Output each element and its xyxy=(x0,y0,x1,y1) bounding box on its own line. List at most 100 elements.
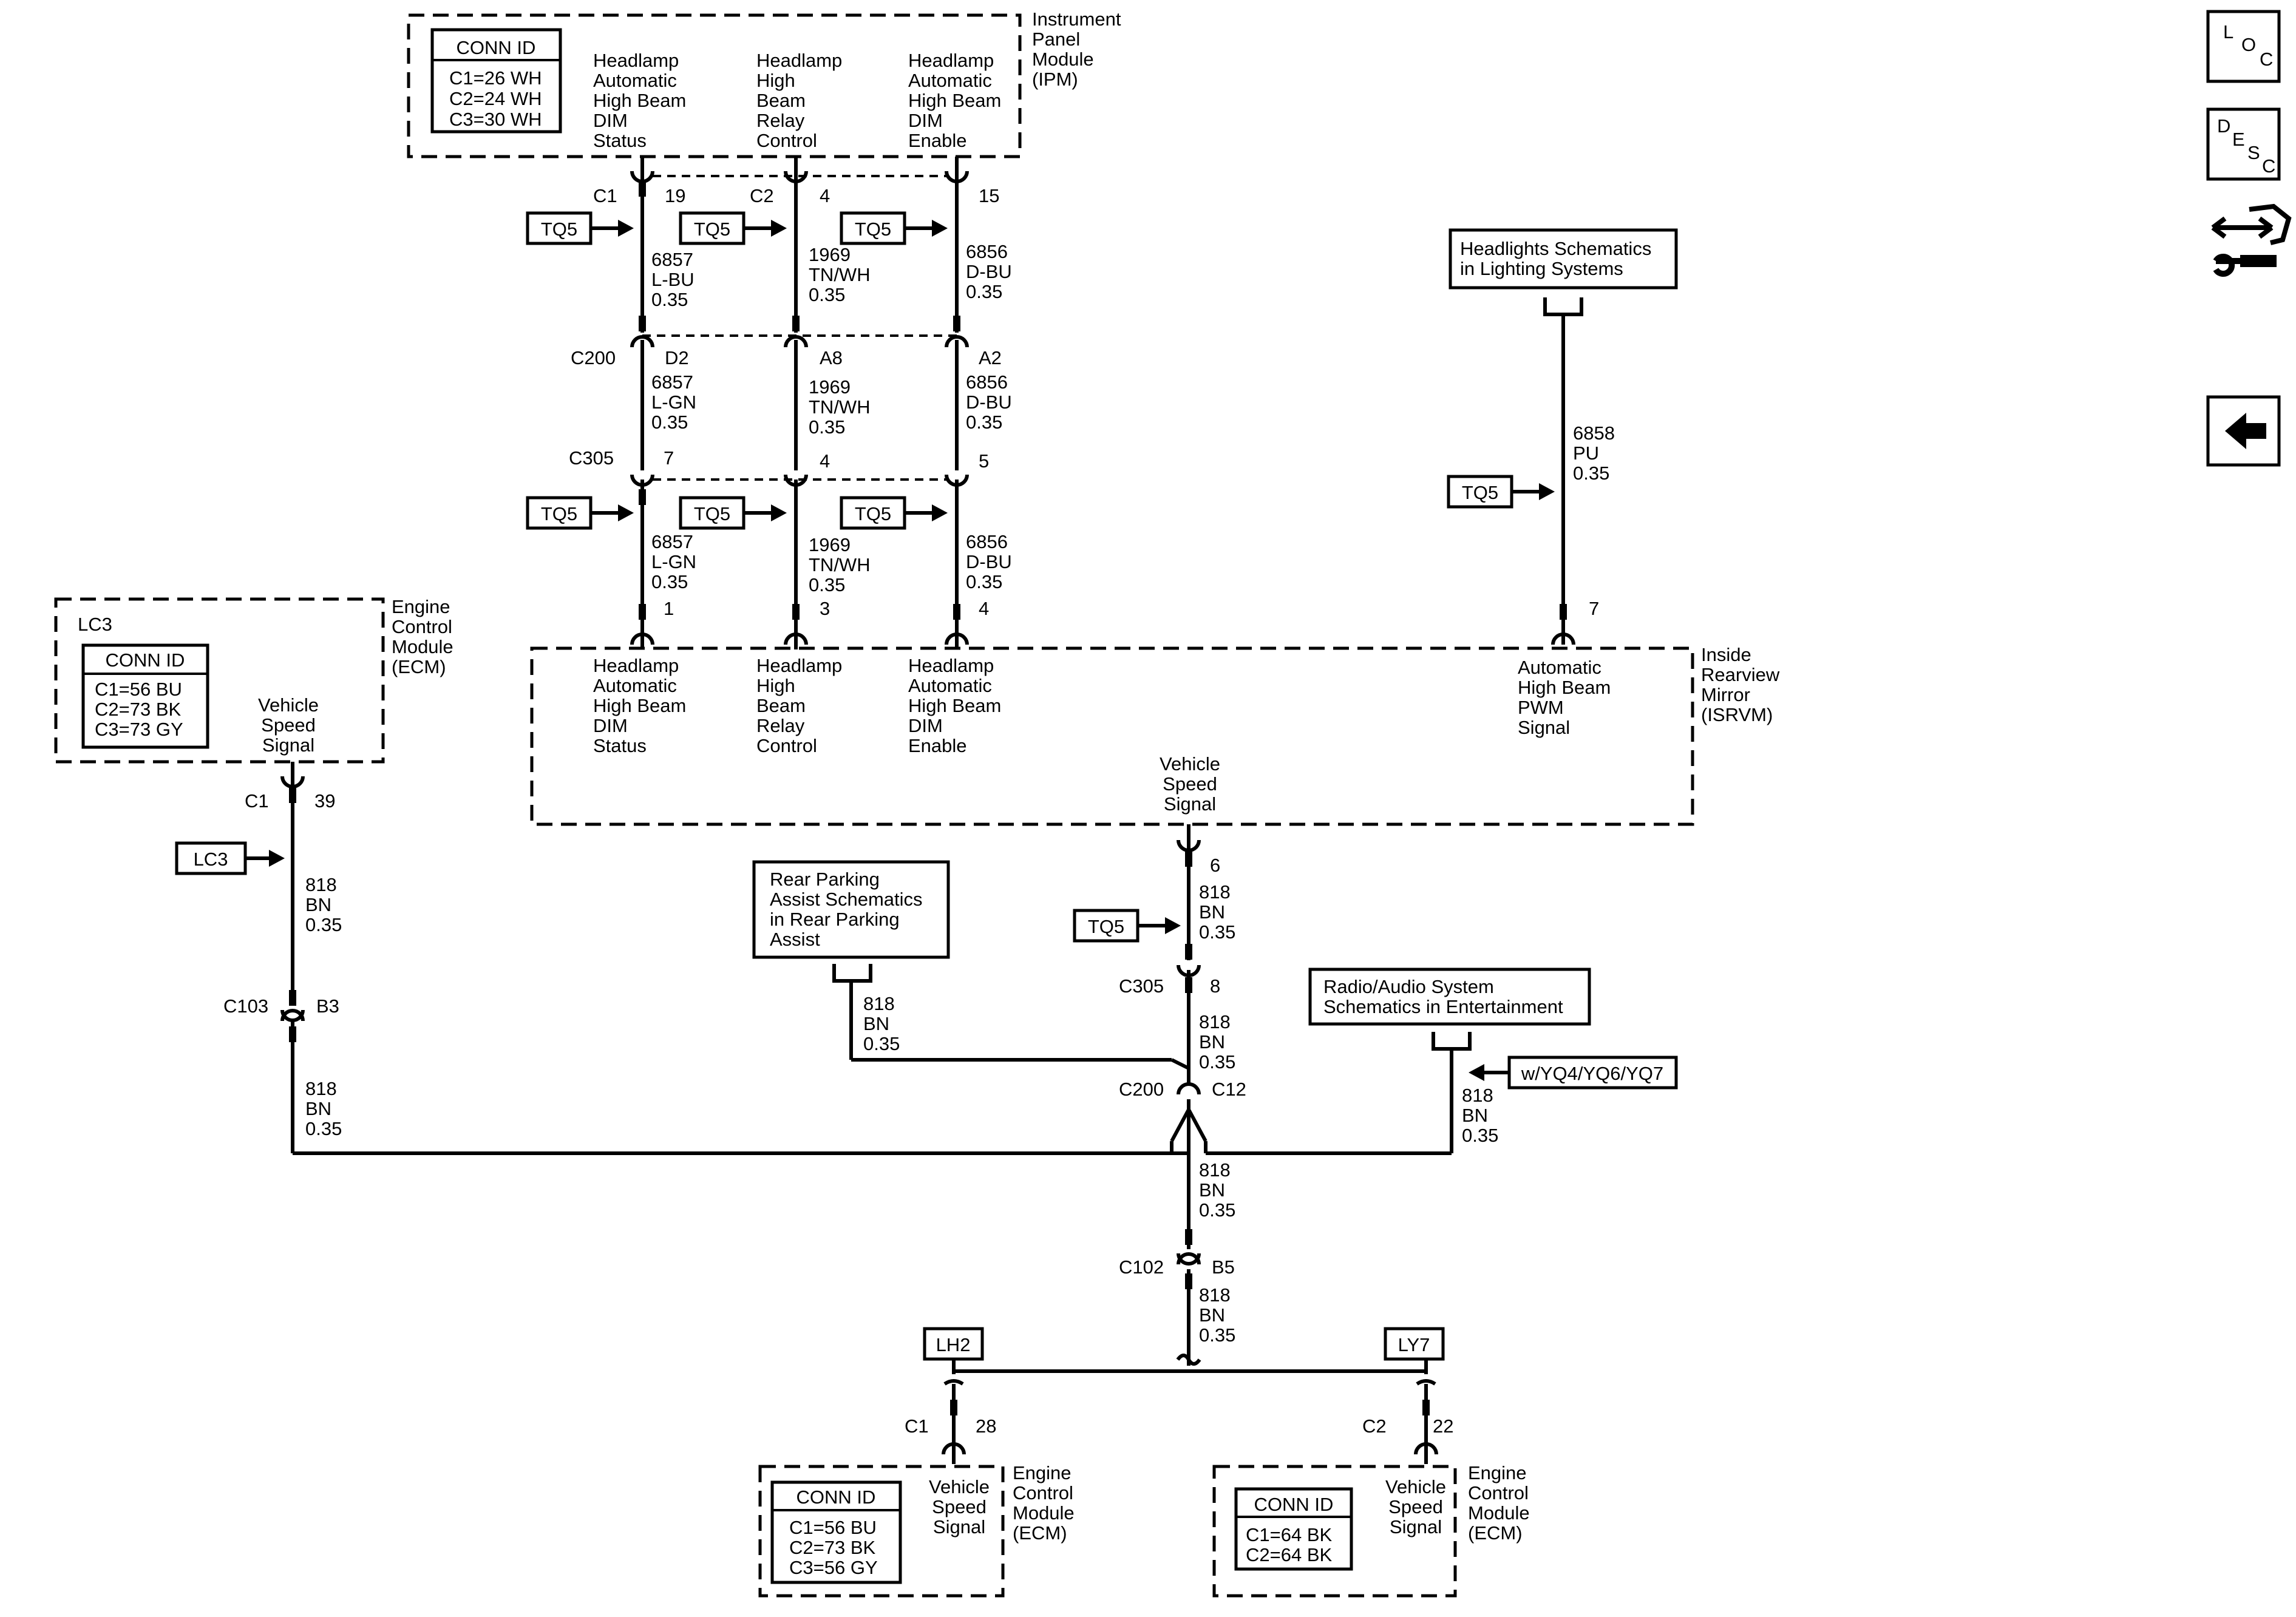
svg-text:Signal: Signal xyxy=(262,734,314,756)
svg-text:TQ5: TQ5 xyxy=(855,503,891,524)
c102-pin: B5 xyxy=(1212,1256,1235,1278)
wire-label-1969-tnwh: 1969 TN/WH 0.35 xyxy=(809,376,871,438)
svg-text:Rear Parking: Rear Parking xyxy=(770,869,880,890)
svg-text:C2=73 BK: C2=73 BK xyxy=(789,1537,876,1558)
isrvm-pin-label-dim-status: Headlamp Automatic High Beam DIM Status xyxy=(593,655,686,756)
svg-text:Headlamp: Headlamp xyxy=(908,655,994,676)
ipm-title: Instrument Panel Module (IPM) xyxy=(1032,8,1121,90)
svg-text:Automatic: Automatic xyxy=(593,675,677,696)
svg-text:in Lighting Systems: in Lighting Systems xyxy=(1460,258,1623,279)
svg-text:LC3: LC3 xyxy=(194,849,228,870)
svg-text:C2=64 BK: C2=64 BK xyxy=(1246,1544,1333,1565)
svg-text:Control: Control xyxy=(1468,1482,1529,1503)
svg-text:Automatic: Automatic xyxy=(908,675,992,696)
back-arrow-icon xyxy=(2225,413,2266,449)
c103-pin: B3 xyxy=(316,995,339,1017)
svg-text:6856: 6856 xyxy=(966,371,1008,393)
svg-text:High Beam: High Beam xyxy=(908,90,1001,111)
svg-text:LH2: LH2 xyxy=(936,1334,971,1355)
wire-label-818-bn: 818 BN 0.35 xyxy=(1462,1085,1498,1146)
svg-text:Engine: Engine xyxy=(392,596,450,617)
svg-text:0.35: 0.35 xyxy=(863,1033,900,1054)
svg-text:Enable: Enable xyxy=(908,735,967,756)
svg-text:0.35: 0.35 xyxy=(651,412,688,433)
isrvm-input-connectors: 1 3 4 7 xyxy=(630,598,1599,649)
svg-text:Vehicle: Vehicle xyxy=(1385,1476,1446,1497)
ipm-c3-pin: 15 xyxy=(979,185,999,206)
tq5-tag: TQ5 xyxy=(1073,909,1181,943)
c200-pin-a8: A8 xyxy=(820,347,843,368)
svg-text:TQ5: TQ5 xyxy=(1088,916,1124,937)
ecm-lc3-title: Engine Control Module (ECM) xyxy=(392,596,453,677)
tq5-tag: TQ5 xyxy=(526,496,634,530)
loc-button[interactable]: L O C xyxy=(2206,10,2281,83)
svg-text:Radio/Audio System: Radio/Audio System xyxy=(1323,976,1494,997)
desc-button[interactable]: D E S C xyxy=(2206,107,2281,181)
isrvm-vss-pin: 6 xyxy=(1210,855,1220,876)
svg-text:6856: 6856 xyxy=(966,241,1008,262)
connector-end-view-icon[interactable] xyxy=(2211,203,2292,277)
svg-text:BN: BN xyxy=(1199,901,1225,923)
svg-text:Module: Module xyxy=(1032,49,1094,70)
ecm-lc3-option: LC3 xyxy=(78,614,112,635)
c200-label: C200 xyxy=(571,347,616,368)
svg-text:High Beam: High Beam xyxy=(593,695,686,716)
svg-text:(ECM): (ECM) xyxy=(1013,1522,1067,1544)
svg-text:0.35: 0.35 xyxy=(809,416,845,438)
isrvm-pin-1: 1 xyxy=(664,598,674,619)
svg-text:Beam: Beam xyxy=(756,695,806,716)
svg-text:Signal: Signal xyxy=(1390,1516,1442,1537)
ecm-ly7-title: Engine Control Module (ECM) xyxy=(1468,1462,1530,1544)
svg-text:818: 818 xyxy=(305,1078,337,1099)
svg-text:818: 818 xyxy=(1462,1085,1493,1106)
svg-text:Vehicle: Vehicle xyxy=(1160,753,1220,775)
svg-text:0.35: 0.35 xyxy=(966,281,1002,302)
svg-text:Speed: Speed xyxy=(1163,773,1217,795)
svg-text:C1=56 BU: C1=56 BU xyxy=(789,1517,877,1538)
svg-text:TQ5: TQ5 xyxy=(855,219,891,240)
svg-text:Schematics in Entertainment: Schematics in Entertainment xyxy=(1323,996,1563,1017)
option-tag-yq4-yq6-yq7: w/YQ4/YQ6/YQ7 xyxy=(1469,1056,1678,1090)
svg-text:PU: PU xyxy=(1573,442,1599,464)
svg-text:Automatic: Automatic xyxy=(908,70,992,91)
ipm-pin-label-dim-status: Headlamp Automatic High Beam DIM Status xyxy=(593,50,686,151)
svg-text:CONN ID: CONN ID xyxy=(1254,1494,1334,1515)
instrument-panel-module: CONN ID C1=26 WH C2=24 WH C3=30 WH Headl… xyxy=(407,8,1121,158)
c200-pin-d2: D2 xyxy=(665,347,689,368)
ipm-conn-c2: C2=24 WH xyxy=(449,88,542,109)
wire-label-818-bn: 818 BN 0.35 xyxy=(1199,1284,1235,1346)
lh2-tag: LH2 xyxy=(923,1327,984,1371)
svg-text:C2=73 BK: C2=73 BK xyxy=(95,699,182,720)
c200-connector-upper: C200 D2 A8 A2 6857 L-GN 0.35 1969 TN/WH … xyxy=(571,334,1012,470)
ipm-output-circuits: C1 19 C2 4 15 6857 L-BU 0.35 1969 TN/WH … xyxy=(593,157,1012,333)
back-arrow-button[interactable] xyxy=(2206,395,2281,467)
svg-text:High Beam: High Beam xyxy=(1518,677,1611,698)
svg-text:BN: BN xyxy=(1199,1304,1225,1326)
svg-text:0.35: 0.35 xyxy=(651,289,688,310)
svg-text:TQ5: TQ5 xyxy=(694,219,730,240)
svg-text:PWM: PWM xyxy=(1518,697,1564,718)
c200-vss-pin: C12 xyxy=(1212,1079,1246,1100)
svg-text:TN/WH: TN/WH xyxy=(809,396,871,418)
svg-text:L-GN: L-GN xyxy=(651,551,696,572)
svg-text:Signal: Signal xyxy=(933,1516,985,1537)
isrvm-pin-label-relay-control: Headlamp High Beam Relay Control xyxy=(756,655,842,756)
svg-text:in Rear Parking: in Rear Parking xyxy=(770,909,900,930)
svg-text:6857: 6857 xyxy=(651,371,693,393)
svg-text:L: L xyxy=(2223,21,2233,42)
svg-text:Relay: Relay xyxy=(756,110,805,131)
c305-pin-5: 5 xyxy=(979,450,989,472)
svg-text:Enable: Enable xyxy=(908,130,967,151)
tq5-tag: TQ5 xyxy=(1447,475,1555,509)
svg-text:High Beam: High Beam xyxy=(593,90,686,111)
svg-text:(ECM): (ECM) xyxy=(1468,1522,1523,1544)
svg-text:Panel: Panel xyxy=(1032,29,1080,50)
svg-text:DIM: DIM xyxy=(593,110,628,131)
isrvm-pin-3: 3 xyxy=(820,598,830,619)
svg-text:Rearview: Rearview xyxy=(1701,664,1780,685)
svg-text:BN: BN xyxy=(305,894,331,915)
svg-text:Automatic: Automatic xyxy=(1518,657,1601,678)
svg-text:Headlamp: Headlamp xyxy=(593,50,679,71)
svg-text:Vehicle: Vehicle xyxy=(258,694,319,716)
